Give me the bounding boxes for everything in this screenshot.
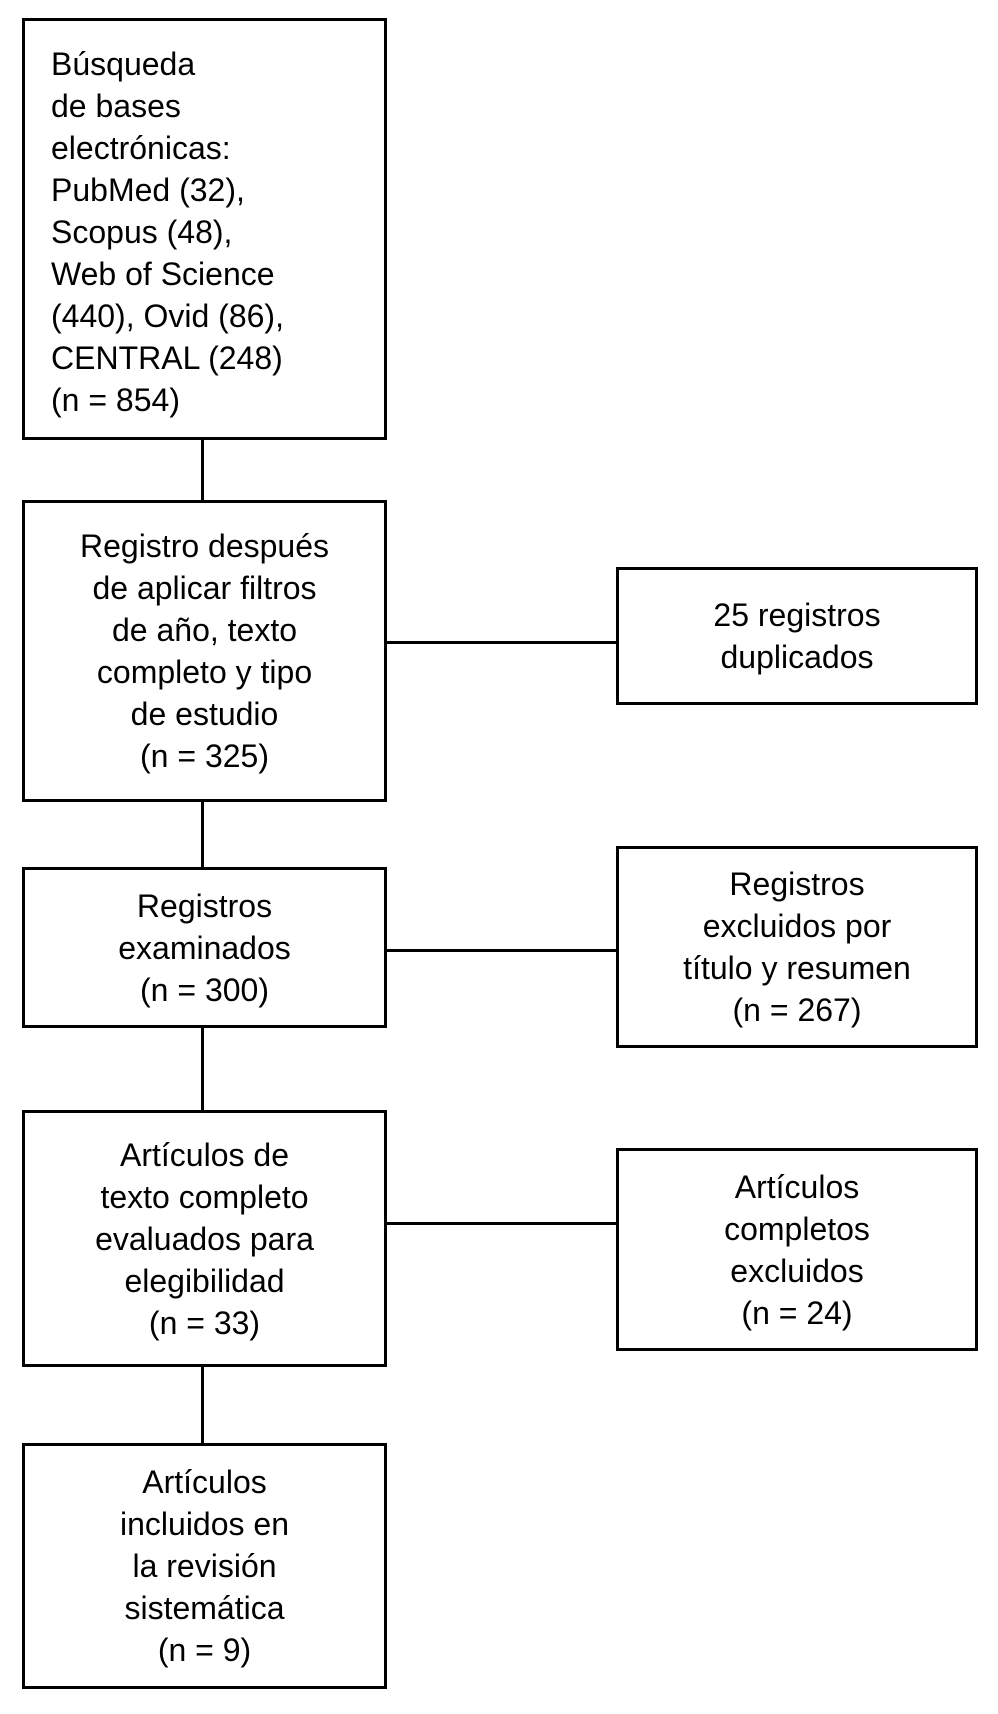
flow-box-fulltext-assessed: Artículos de texto completo evaluados pa… [22,1110,387,1367]
text-line: (n = 267) [732,992,862,1028]
flow-box-after-filters: Registro después de aplicar filtros de a… [22,500,387,802]
text-line: excluidos [730,1252,864,1289]
connector-horizontal-to-excluded-title-abstract [387,949,616,952]
text-line: Registros [729,866,865,902]
flow-box-excluded-fulltext: Artículos completos excluidos (n = 24) [616,1148,978,1351]
text-line: 25 registros [713,597,881,633]
connector-horizontal-to-excluded-fulltext [387,1222,616,1225]
flow-box-records-screened: Registros examinados (n = 300) [22,867,387,1028]
text-line: (440), Ovid (86), [51,298,284,334]
text-line: texto completo [100,1178,309,1215]
flow-box-duplicates-removed: 25 registros duplicados [616,567,978,705]
text-line: Registros [136,887,273,924]
text-line: la revisión [132,1548,277,1584]
text-line: título y resumen [683,950,911,986]
text-line: elegibilidad [124,1262,285,1299]
text-line: de año, texto [111,612,298,648]
text-line: Scopus (48), [51,214,233,250]
text-line: completos [724,1210,870,1247]
connector-vertical-search-to-filters [201,440,204,500]
connector-vertical-fulltext-to-included [201,1367,204,1443]
text-line: (n = 325) [140,738,269,774]
text-line: Registro después [79,528,330,564]
connector-vertical-filters-to-screened [201,802,204,867]
text-line: duplicados [720,639,874,675]
text-line: (n = 854) [51,382,180,418]
text-line: PubMed (32), [51,172,245,208]
text-line: electrónicas: [51,130,231,166]
connector-horizontal-to-duplicates [387,641,616,644]
text-line: Artículos de [120,1136,289,1173]
flow-box-database-search: Búsqueda de bases electrónicas: PubMed (… [22,18,387,440]
text-line: (n = 300) [140,971,269,1008]
connector-vertical-screened-to-fulltext [201,1028,204,1110]
text-line: CENTRAL (248) [51,340,283,376]
text-line: completo y tipo [96,654,313,690]
text-line: excluidos por [702,908,892,944]
text-line: Artículos [734,1168,860,1205]
flow-box-included-studies: Artículos incluidos en la revisión siste… [22,1443,387,1689]
text-line: de aplicar filtros [92,570,317,606]
text-line: Artículos [142,1464,267,1500]
text-line: Web of Science [51,256,275,292]
flow-box-excluded-title-abstract: Registros excluidos por título y resumen… [616,846,978,1048]
text-line: (n = 9) [157,1632,252,1668]
text-line: evaluados para [95,1220,314,1257]
text-line: incluidos en [120,1506,289,1542]
text-line: de bases [51,88,181,124]
text-line: (n = 24) [741,1294,853,1331]
text-line: de estudio [130,696,279,732]
text-line: sistemática [124,1590,285,1626]
text-line: (n = 33) [148,1304,261,1341]
text-line: examinados [118,929,291,966]
text-line: Búsqueda [51,46,196,82]
